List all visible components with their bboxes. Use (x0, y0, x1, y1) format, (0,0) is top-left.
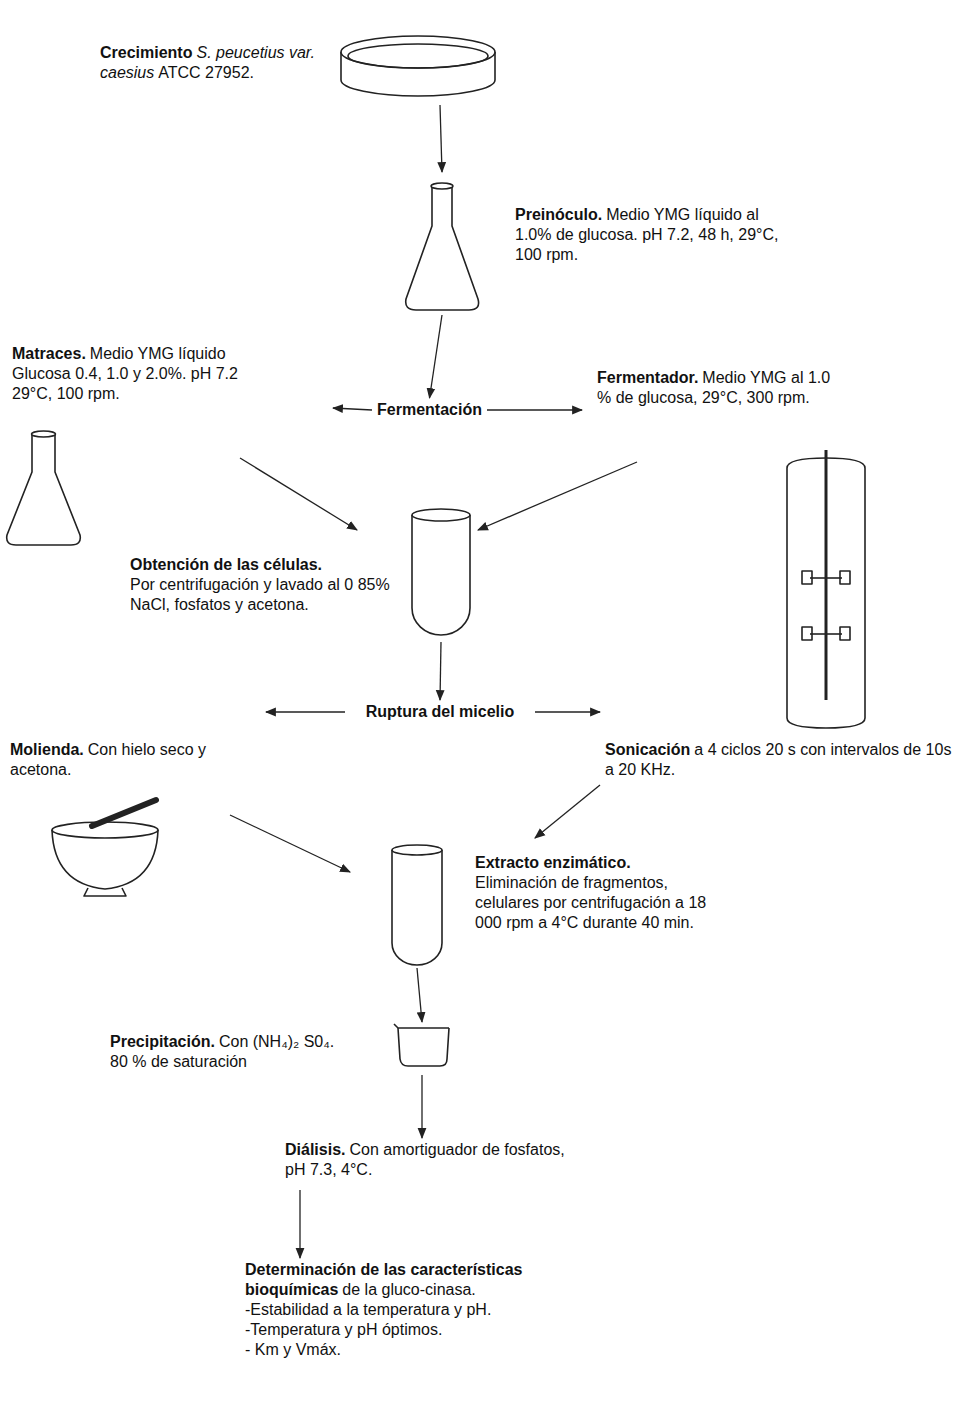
flow-arrow (478, 462, 637, 530)
step-description: de la gluco-cinasa. (342, 1281, 475, 1298)
process-step: Precipitación.Con (NH₄)₂ S0₄. 80 % de sa… (105, 1020, 455, 1076)
step-heading: Precipitación. (110, 1033, 215, 1050)
step-text-block: Obtención de las células.Por centrifugac… (130, 555, 392, 615)
step-text-block: Diálisis.Con amortiguador de fosfatos, p… (285, 1140, 580, 1180)
process-step: Molienda.Con hielo seco y acetona. (8, 705, 266, 895)
flow-arrow (421, 1075, 422, 1138)
step-text-block: Matraces.Medio YMG líquido Glucosa 0.4, … (12, 344, 272, 404)
step-heading: Preinóculo. (515, 206, 602, 223)
step-text-block: Ruptura del micelio (345, 700, 535, 724)
fermentor (787, 450, 865, 728)
flow-arrow (333, 408, 372, 410)
flow-arrow (430, 315, 443, 398)
mortar-pestle (52, 800, 158, 896)
flow-arrow (299, 1190, 300, 1258)
step-heading: Crecimiento (100, 44, 192, 61)
process-step: Extracto enzimático.Eliminación de fragm… (350, 838, 728, 970)
step-text-block: Fermentación (372, 398, 487, 422)
step-heading: Molienda. (10, 741, 84, 758)
process-step: Fermentación (372, 398, 487, 422)
process-step: CrecimientoS. peucetius var. caesiusATCC… (95, 35, 505, 105)
step-heading: Ruptura del micelio (366, 703, 514, 720)
flow-arrow (440, 642, 441, 700)
flow-arrow (440, 105, 442, 172)
centrifuge-tube (392, 845, 442, 965)
process-step: Matraces.Medio YMG líquido Glucosa 0.4, … (8, 340, 333, 550)
flow-arrow (535, 711, 600, 712)
step-heading: Sonicación (605, 741, 690, 758)
beaker (394, 1024, 449, 1066)
process-step: Fermentador.Medio YMG al 1.0 % de glucos… (582, 365, 872, 730)
step-heading: Matraces. (12, 345, 86, 362)
flow-arrow (230, 815, 350, 872)
process-step: Ruptura del micelio (345, 700, 535, 724)
step-heading: Diálisis. (285, 1141, 345, 1158)
flow-arrow (417, 968, 422, 1022)
step-description: Por centrifugación y lavado al 0 85% NaC… (130, 575, 392, 615)
step-description: -Temperatura y pH óptimos. (245, 1320, 625, 1340)
step-text-block: CrecimientoS. peucetius var. caesiusATCC… (100, 43, 330, 83)
step-text-block: Sonicacióna 4 ciclos 20 s con intervalos… (605, 740, 953, 780)
step-description: Eliminación de fragmentos, celulares por… (475, 873, 723, 933)
process-step: Preinóculo.Medio YMG líquido al 1.0% de … (400, 170, 790, 315)
process-step: Diálisis.Con amortiguador de fosfatos, p… (282, 1138, 582, 1190)
process-step: Determinación de las características bio… (242, 1258, 642, 1398)
step-description: ATCC 27952. (158, 64, 254, 81)
flask (7, 431, 81, 545)
process-step: Obtención de las células.Por centrifugac… (128, 503, 478, 655)
flow-arrow (240, 458, 357, 530)
flow-arrow (535, 785, 600, 838)
step-description: -Estabilidad a la temperatura y pH. (245, 1300, 625, 1320)
step-text-block: Determinación de las características bio… (245, 1260, 625, 1360)
step-description: - Km y Vmáx. (245, 1340, 625, 1360)
process-step: Sonicacióna 4 ciclos 20 s con intervalos… (600, 705, 958, 787)
flow-arrow (487, 409, 582, 410)
petri-dish (341, 36, 495, 96)
flow-arrow (266, 711, 345, 712)
flask (406, 183, 479, 310)
step-text-block: Fermentador.Medio YMG al 1.0 % de glucos… (597, 368, 847, 408)
step-heading: Extracto enzimático. (475, 853, 723, 873)
step-heading: Fermentación (377, 401, 482, 418)
step-heading: Fermentador. (597, 369, 698, 386)
centrifuge-tube (412, 509, 470, 635)
step-text-block: Molienda.Con hielo seco y acetona. (10, 740, 215, 780)
step-heading: Obtención de las células. (130, 555, 392, 575)
step-text-block: Extracto enzimático.Eliminación de fragm… (475, 853, 723, 933)
step-text-block: Precipitación.Con (NH₄)₂ S0₄. 80 % de sa… (110, 1032, 350, 1072)
step-text-block: Preinóculo.Medio YMG líquido al 1.0% de … (515, 205, 780, 265)
